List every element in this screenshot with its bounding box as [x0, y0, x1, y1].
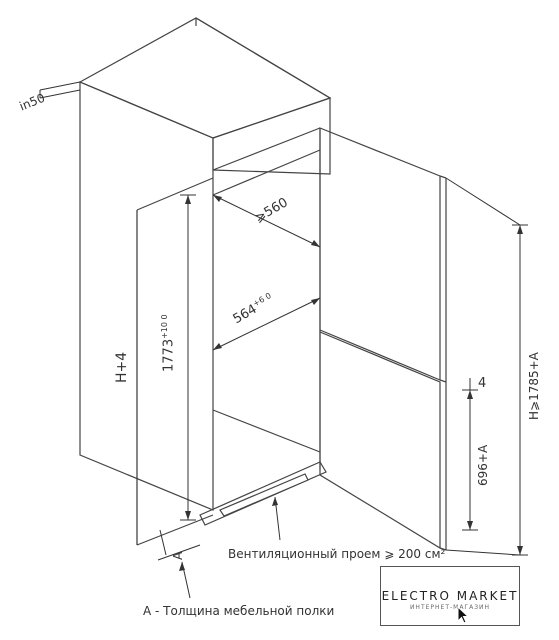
top-cabinet-top — [78, 17, 332, 139]
logo-subtitle: ИНТЕРНЕТ-МАГАЗИН — [409, 604, 491, 611]
plinth — [199, 461, 327, 526]
logo-title: ELECTRO MARKET — [381, 589, 519, 603]
dim-clearance — [39, 81, 81, 91]
niche-height-label: 1773+10 0 — [160, 314, 177, 372]
lower-door — [319, 331, 441, 550]
h-plus-4-label: H+4 — [114, 351, 130, 383]
mouse-cursor-icon — [457, 606, 470, 624]
shelf-a-label: A — [171, 551, 185, 560]
ventilation-caption: Вентиляционный проем ⩾ 200 см² — [228, 547, 446, 561]
total-height-label: H⩾1785+A — [527, 352, 541, 420]
upper-door — [319, 127, 441, 381]
ventilation-slot — [219, 473, 309, 517]
electro-market-logo[interactable]: ELECTRO MARKET ИНТЕРНЕТ-МАГАЗИН — [380, 566, 520, 626]
dim-depth-560 — [212, 194, 321, 248]
left-side-panel — [79, 81, 214, 511]
dim-depth-564 — [212, 297, 321, 351]
lower-door-label: 696+A — [476, 444, 490, 486]
shelf-caption: A - Толщина мебельной полки — [143, 604, 335, 618]
gap-label: 4 — [478, 376, 487, 391]
